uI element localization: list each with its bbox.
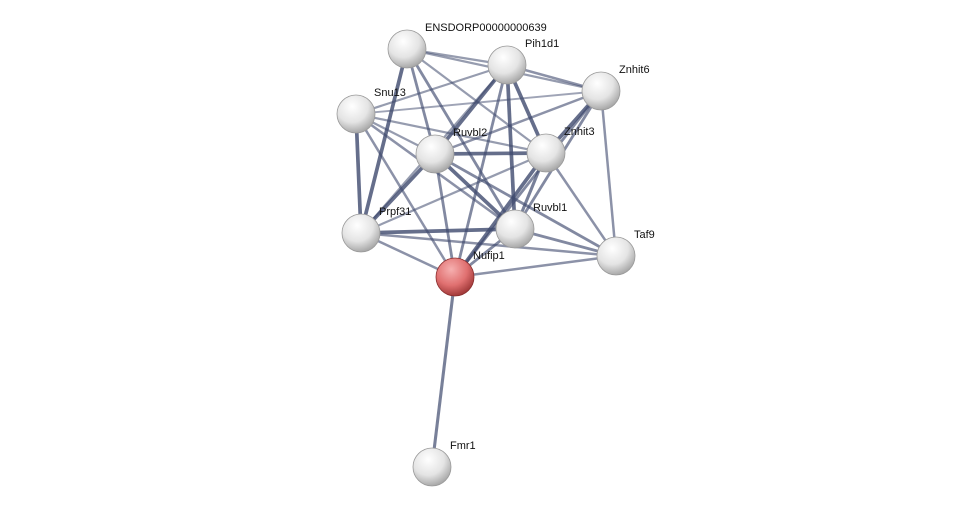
edge-znhit3-prpf31[interactable]	[360, 151, 547, 235]
node-label: Taf9	[634, 229, 655, 241]
node-sphere[interactable]	[412, 447, 452, 487]
edge-snu13-prpf31[interactable]	[354, 113, 363, 234]
node-snu13[interactable]: Snu13	[336, 87, 406, 134]
node-pih1d1[interactable]: Pih1d1	[487, 38, 559, 85]
node-ensdorp00000000639[interactable]: ENSDORP00000000639	[387, 22, 547, 69]
edge-nufip1-taf9[interactable]	[454, 254, 617, 279]
edge-nufip1-fmr1[interactable]	[430, 276, 457, 468]
node-sphere[interactable]	[487, 45, 527, 85]
node-sphere[interactable]	[387, 29, 427, 69]
edge-snu13-nufip1[interactable]	[354, 113, 457, 278]
node-label: Prpf31	[379, 206, 411, 218]
node-label: Znhit6	[619, 64, 650, 76]
edge-ensdorp00000000639-prpf31[interactable]	[359, 48, 409, 234]
node-znhit6[interactable]: Znhit6	[581, 64, 650, 111]
node-sphere[interactable]	[581, 71, 621, 111]
edge-znhit6-ruvbl2[interactable]	[434, 89, 602, 156]
node-label: ENSDORP00000000639	[425, 22, 547, 34]
node-label: Fmr1	[450, 440, 476, 452]
node-label: Znhit3	[564, 126, 595, 138]
node-label: Nufip1	[473, 250, 505, 262]
edge-znhit6-taf9[interactable]	[599, 90, 618, 257]
node-sphere[interactable]	[415, 134, 455, 174]
node-taf9[interactable]: Taf9	[596, 229, 655, 276]
node-ruvbl1[interactable]: Ruvbl1	[495, 202, 567, 249]
node-label: Ruvbl2	[453, 127, 487, 139]
edge-prpf31-ruvbl1[interactable]	[360, 227, 516, 235]
node-label: Pih1d1	[525, 38, 559, 50]
edge-znhit3-taf9[interactable]	[544, 152, 618, 257]
node-sphere[interactable]	[526, 133, 566, 173]
node-sphere[interactable]	[495, 209, 535, 249]
edge-ensdorp00000000639-ruvbl1[interactable]	[405, 48, 517, 230]
node-label: Snu13	[374, 87, 406, 99]
node-prpf31[interactable]: Prpf31	[341, 206, 411, 253]
node-sphere[interactable]	[336, 94, 376, 134]
edge-snu13-znhit3[interactable]	[355, 112, 547, 155]
node-sphere[interactable]	[341, 213, 381, 253]
node-ruvbl2[interactable]: Ruvbl2	[415, 127, 487, 174]
edge-pih1d1-snu13[interactable]	[355, 63, 508, 116]
edge-ruvbl2-nufip1[interactable]	[433, 153, 457, 278]
node-sphere[interactable]	[596, 236, 636, 276]
edge-prpf31-taf9[interactable]	[360, 231, 617, 258]
node-znhit3[interactable]: Znhit3	[526, 126, 595, 173]
edge-znhit6-snu13[interactable]	[355, 90, 602, 115]
node-fmr1[interactable]: Fmr1	[412, 440, 476, 487]
node-label: Ruvbl1	[533, 202, 567, 214]
edge-znhit3-nufip1[interactable]	[453, 151, 548, 279]
node-nufip1[interactable]: Nufip1	[435, 250, 505, 297]
node-sphere[interactable]	[435, 257, 475, 297]
